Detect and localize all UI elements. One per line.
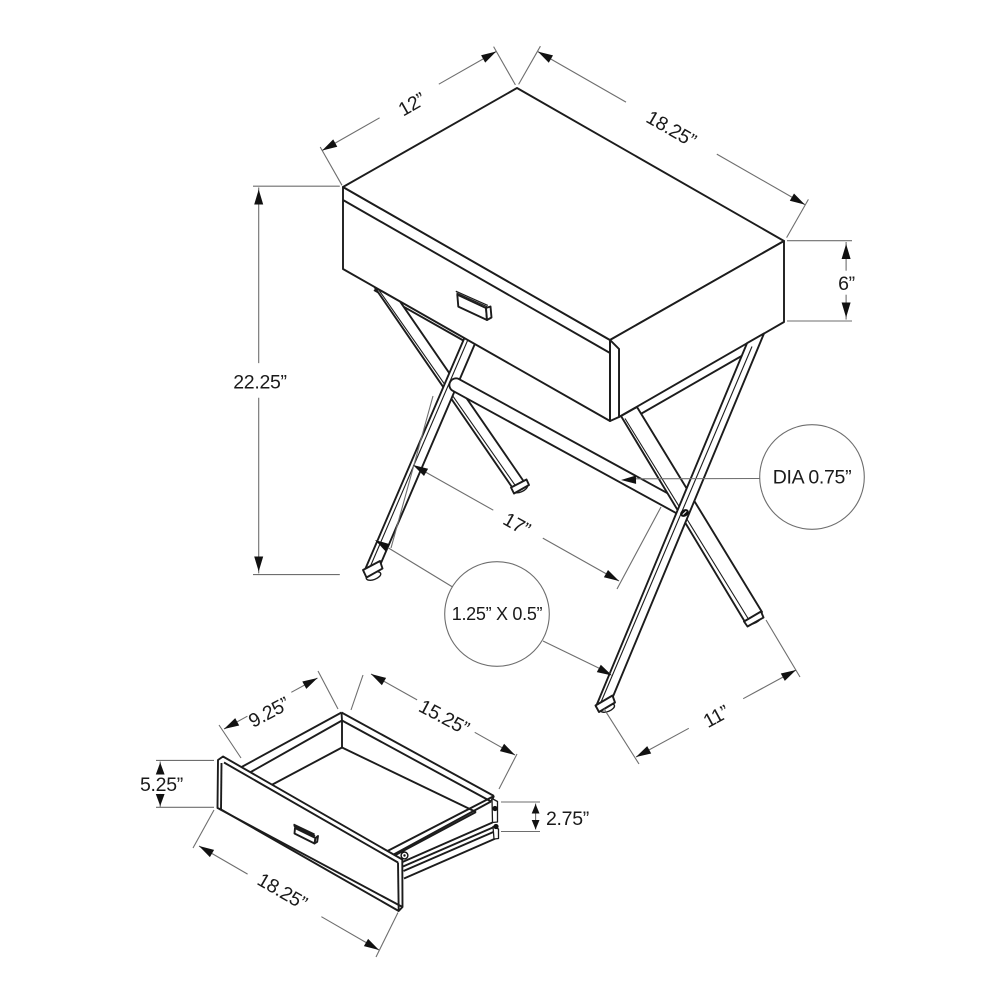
svg-text:1.25” X 0.5”: 1.25” X 0.5” (452, 604, 543, 624)
svg-text:2.75”: 2.75” (546, 808, 589, 830)
svg-text:DIA 0.75”: DIA 0.75” (773, 467, 852, 489)
svg-text:5.25”: 5.25” (140, 774, 183, 796)
svg-text:22.25”: 22.25” (233, 372, 287, 394)
svg-text:6”: 6” (838, 273, 855, 295)
